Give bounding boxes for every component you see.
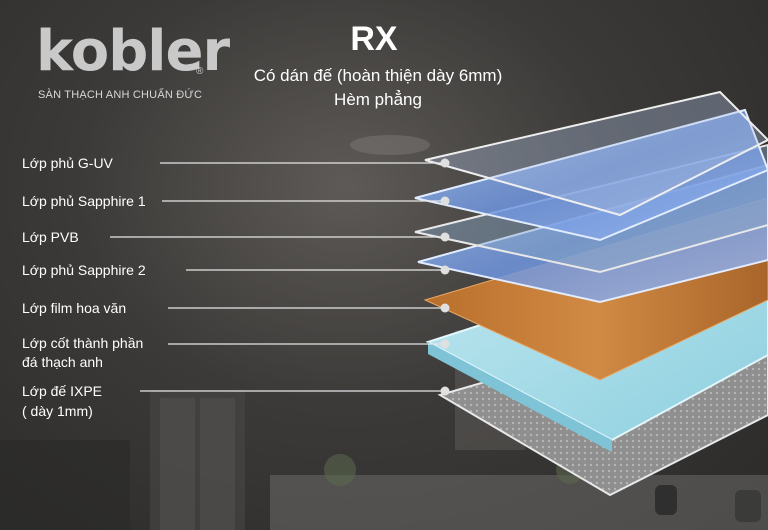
leader-dot: [440, 303, 450, 313]
label-film: Lớp film hoa văn: [22, 300, 127, 316]
label-ixpe-line1: Lớp đế IXPE: [22, 383, 103, 399]
leader-dot: [440, 196, 450, 206]
ceiling-fan: [350, 135, 430, 155]
label-quartz-core-line2: đá thạch anh: [22, 354, 103, 370]
room-furniture: [0, 440, 130, 530]
appliance: [655, 485, 677, 515]
registered-mark: ®: [196, 66, 204, 77]
label-ixpe-line2: ( dày 1mm): [22, 403, 93, 419]
product-subtitle-2: Hèm phẳng: [334, 90, 422, 109]
appliance: [735, 490, 761, 522]
plant: [324, 454, 356, 486]
brand-logo: kobler: [36, 19, 230, 84]
layer-sapphire-1: [414, 108, 768, 242]
room-door-panel: [160, 398, 195, 530]
product-title: RX: [350, 20, 398, 58]
leader-dot: [440, 386, 450, 396]
product-subtitle: Có dán đế (hoàn thiện dày 6mm): [253, 66, 503, 85]
layer-g-uv: [424, 90, 768, 217]
leader-dot: [440, 158, 450, 168]
brand-tagline: SÀN THẠCH ANH CHUẨN ĐỨC: [38, 89, 203, 101]
leader-dot: [440, 232, 450, 242]
layer-quartz-core-edge: [428, 342, 612, 452]
label-sapphire-1: Lớp phủ Sapphire 1: [22, 193, 146, 209]
leader-dot: [440, 339, 450, 349]
room-door-panel: [200, 398, 235, 530]
label-pvb: Lớp PVB: [22, 229, 79, 245]
label-g-uv: Lớp phủ G-UV: [22, 155, 113, 171]
label-quartz-core-line1: Lớp cốt thành phần: [22, 335, 144, 351]
room-door: [150, 390, 245, 530]
kitchen-counter: [270, 475, 768, 530]
leader-dot: [440, 265, 450, 275]
label-sapphire-2: Lớp phủ Sapphire 2: [22, 262, 146, 278]
